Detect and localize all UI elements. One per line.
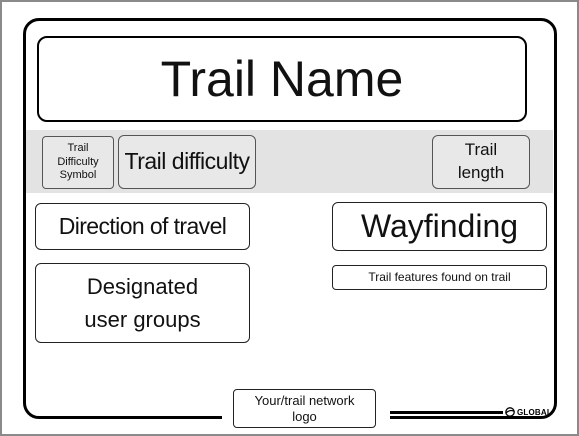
wayfinding-text: Wayfinding: [360, 208, 519, 245]
trail-name-text: Trail Name: [160, 51, 404, 107]
trail-name-box: Trail Name: [37, 36, 527, 122]
brand-logo: GLOBAL: [505, 405, 557, 419]
trail-features-text: Trail features found on trail: [368, 270, 511, 285]
trail-difficulty-text: Trail difficulty: [124, 148, 250, 175]
brand-text: GLOBAL: [517, 407, 552, 417]
trail-difficulty-box: Trail difficulty: [118, 135, 256, 189]
trail-length-box: Trail length: [432, 135, 530, 189]
user-groups-box: Designated user groups: [35, 263, 250, 343]
trail-features-box: Trail features found on trail: [332, 265, 547, 290]
direction-of-travel-text: Direction of travel: [58, 212, 227, 239]
user-groups-text: Designated user groups: [84, 274, 201, 332]
network-logo-box: Your/trail network logo: [233, 389, 376, 428]
difficulty-symbol-text: Trail Difficulty Symbol: [57, 141, 99, 182]
footer-line: [390, 411, 503, 414]
direction-of-travel-box: Direction of travel: [35, 203, 250, 250]
wayfinding-box: Wayfinding: [332, 202, 547, 251]
trail-length-text: Trail length: [457, 140, 505, 182]
difficulty-symbol-box: Trail Difficulty Symbol: [42, 136, 114, 189]
network-logo-text: Your/trail network logo: [254, 392, 355, 424]
globe-swoosh-icon: [505, 407, 515, 417]
